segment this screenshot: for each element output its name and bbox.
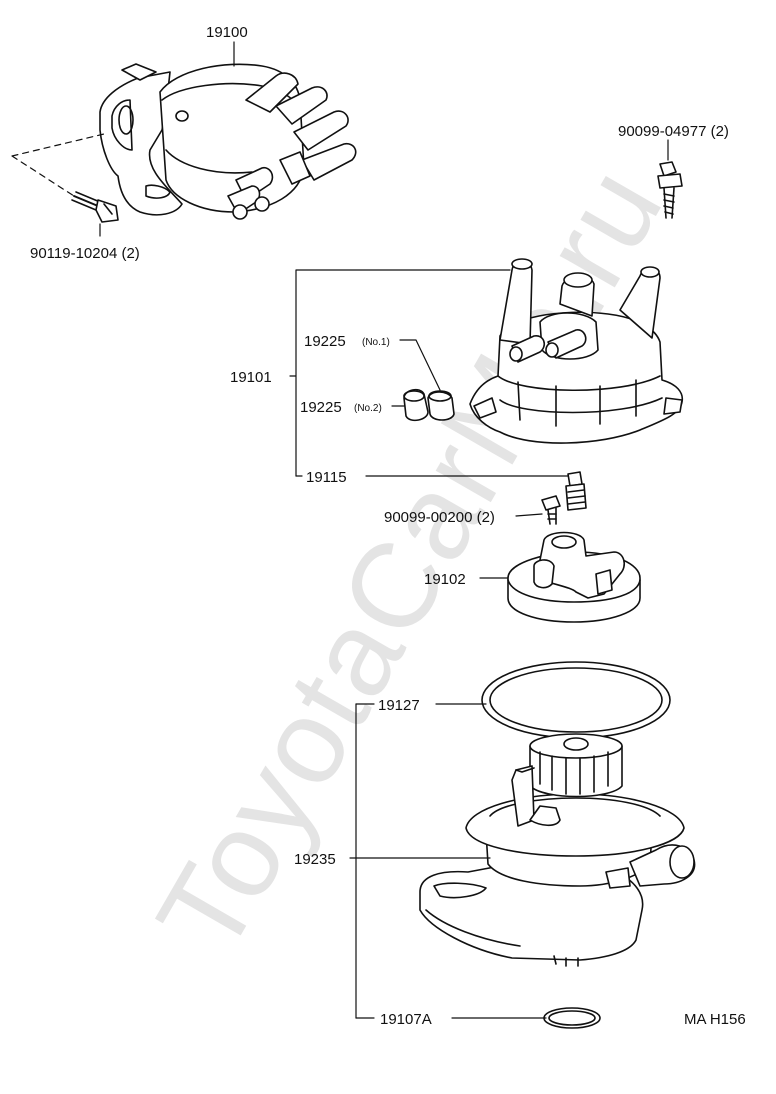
label-plug-no1-note: (No.1) xyxy=(362,337,390,348)
label-rotor-screw: 90099-00200 (2) xyxy=(384,509,495,526)
label-plug-no2-note: (No.2) xyxy=(354,403,382,414)
gasket-illustration xyxy=(481,661,671,739)
distributor-assembly-illustration xyxy=(99,63,357,220)
carbon-brush-illustration xyxy=(565,471,587,511)
leader-lines xyxy=(233,41,569,1019)
label-hold-bolt: 90119-10204 (2) xyxy=(30,245,140,262)
label-plug-no2: 19225 xyxy=(300,399,342,416)
label-gasket: 19127 xyxy=(378,697,420,714)
label-carbon-brush: 19115 xyxy=(306,469,347,486)
label-cap-screw: 90099-04977 (2) xyxy=(618,123,729,140)
hold-bolt-illustration xyxy=(71,191,119,223)
cap-screw-illustration xyxy=(657,139,683,219)
label-cap-assy: 19101 xyxy=(230,369,272,386)
housing-illustration xyxy=(419,733,696,967)
rotor-screw-illustration xyxy=(541,495,561,525)
label-rotor: 19102 xyxy=(424,571,466,588)
diagram-code: MA H156 xyxy=(684,1011,746,1028)
cap-plugs-illustration xyxy=(403,388,455,422)
label-housing: 19235 xyxy=(294,851,336,868)
distributor-cap-illustration xyxy=(469,258,684,444)
label-distributor-assy: 19100 xyxy=(206,24,248,41)
rotor-illustration xyxy=(507,531,641,623)
label-o-ring: 19107A xyxy=(380,1011,432,1028)
label-plug-no1: 19225 xyxy=(304,333,346,350)
